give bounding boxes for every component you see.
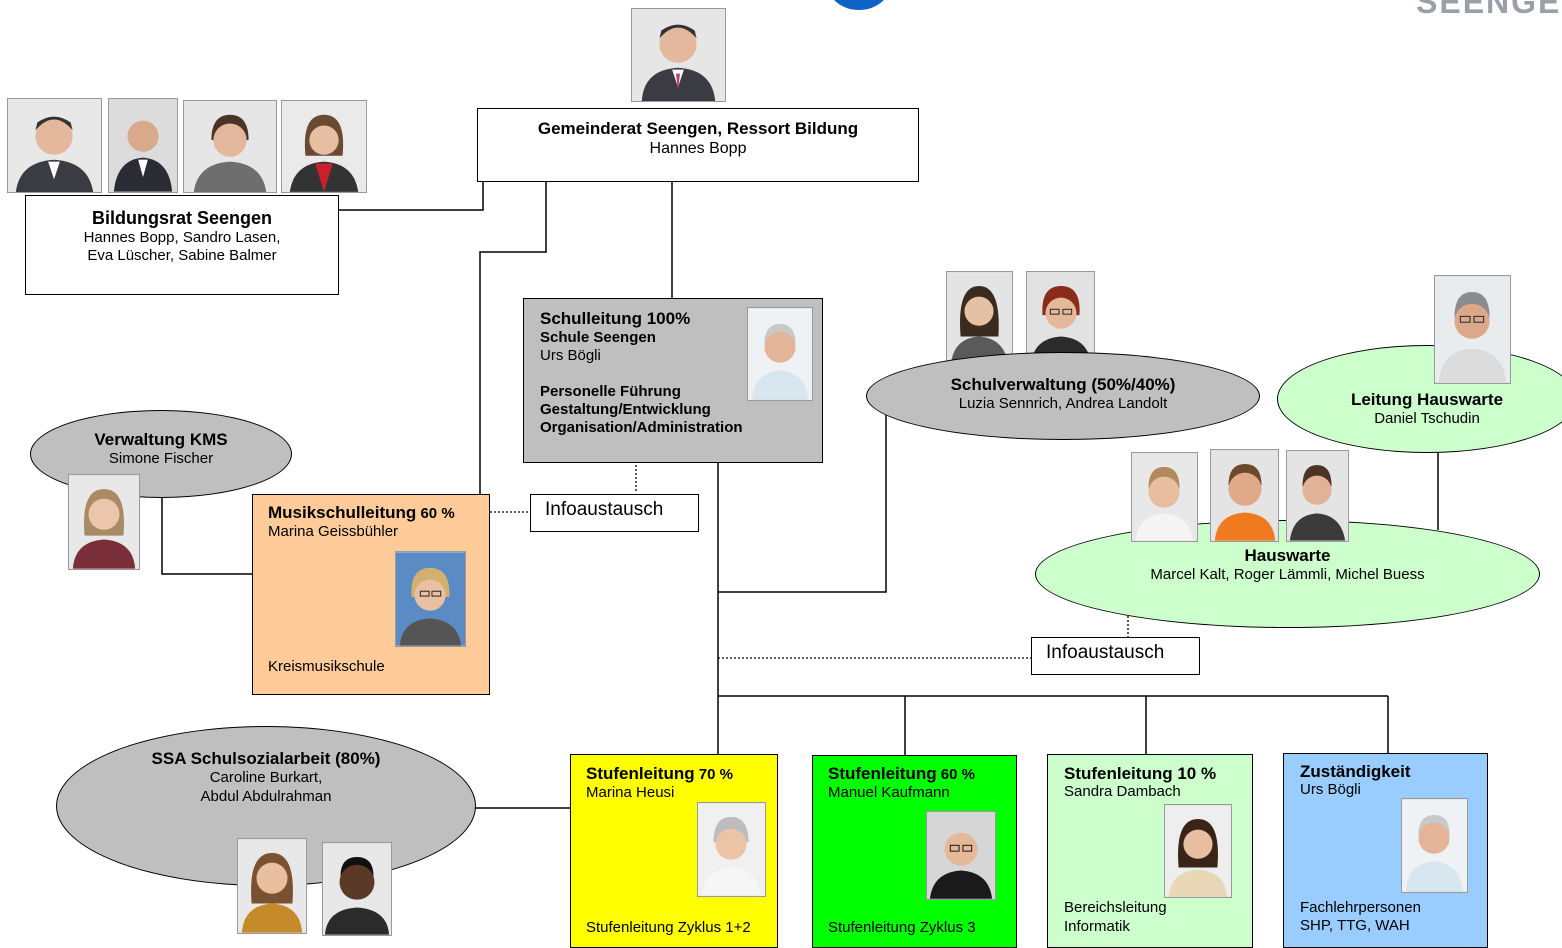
schulverwaltung-names: Luzia Sennrich, Andrea Landolt xyxy=(958,395,1168,412)
schulleitung-duty-2: Gestaltung/Entwicklung xyxy=(540,401,711,418)
portrait-woman-blonde-icon xyxy=(68,474,140,570)
leitung-hauswarte-name: Daniel Tschudin xyxy=(1374,410,1480,427)
portrait-woman-short-hair-icon xyxy=(183,100,277,193)
stufenleitung-3-footer-1: Bereichsleitung xyxy=(1064,899,1167,916)
stufenleitung-3-footer-2: Informatik xyxy=(1064,918,1130,935)
zustaendigkeit-footer-1: Fachlehrpersonen xyxy=(1300,899,1421,916)
portrait-woman-grey-hair-icon xyxy=(697,802,766,897)
stufenleitung-1-footer: Stufenleitung Zyklus 1+2 xyxy=(586,919,751,936)
musikschulleitung-percent: 60 % xyxy=(420,505,455,522)
schulleitung-name: Urs Bögli xyxy=(540,347,601,364)
portrait-man-dark-icon xyxy=(322,842,392,936)
stufenleitung-1-title: Stufenleitung xyxy=(586,764,695,783)
verwaltung-kms-name: Simone Fischer xyxy=(108,450,214,467)
logo-circle-icon xyxy=(828,0,890,10)
verwaltung-kms-title: Verwaltung KMS xyxy=(94,430,228,449)
musikschulleitung-footer: Kreismusikschule xyxy=(268,658,385,675)
portrait-man-bald-glasses-icon xyxy=(926,811,996,900)
schulverwaltung-title: Schulverwaltung (50%/40%) xyxy=(950,375,1176,394)
portrait-woman-long-hair-icon xyxy=(1164,804,1232,898)
zustaendigkeit-footer-2: SHP, TTG, WAH xyxy=(1300,917,1410,934)
musikschulleitung-title-row: Musikschulleitung 60 % xyxy=(268,504,489,523)
schulleitung-duty-1: Personelle Führung xyxy=(540,383,681,400)
musikschulleitung-title: Musikschulleitung xyxy=(268,503,417,522)
portrait-man-orange-shirt-icon xyxy=(1210,449,1279,542)
leitung-hauswarte-ellipse: Leitung Hauswarte Daniel Tschudin xyxy=(1277,345,1562,453)
hauswarte-title: Hauswarte xyxy=(1244,546,1331,565)
stufenleitung-1-percent: 70 % xyxy=(698,766,733,783)
stufenleitung-1-title-row: Stufenleitung 70 % xyxy=(586,765,777,784)
bildungsrat-title: Bildungsrat Seengen xyxy=(91,208,273,228)
bildungsrat-names-line2: Eva Lüscher, Sabine Balmer xyxy=(87,247,277,264)
musikschulleitung-name: Marina Geissbühler xyxy=(268,523,399,540)
stufenleitung-3-name: Sandra Dambach xyxy=(1064,783,1181,800)
stufenleitung-3-title: Stufenleitung 10 % xyxy=(1064,764,1217,783)
ssa-names-line1: Caroline Burkart, xyxy=(209,769,323,786)
zustaendigkeit-title: Zuständigkeit xyxy=(1300,762,1411,781)
portrait-man-grey-hair-icon xyxy=(747,307,813,401)
zustaendigkeit-name: Urs Bögli xyxy=(1300,781,1361,798)
ssa-title: SSA Schulsozialarbeit (80%) xyxy=(151,749,381,768)
bildungsrat-names-line1: Hannes Bopp, Sandro Lasen, xyxy=(83,229,281,246)
stufenleitung-2-name: Manuel Kaufmann xyxy=(828,784,950,801)
portrait-man-bald-icon xyxy=(108,98,178,193)
stufenleitung-2-title-row: Stufenleitung 60 % xyxy=(828,765,1016,784)
gemeinderat-box: Gemeinderat Seengen, Ressort Bildung Han… xyxy=(477,108,919,182)
schulverwaltung-ellipse: Schulverwaltung (50%/40%) Luzia Sennrich… xyxy=(866,352,1260,440)
portrait-woman-dark-hair-icon xyxy=(946,271,1013,367)
portrait-man-grey-hair-icon xyxy=(1401,798,1468,893)
gemeinderat-name: Hannes Bopp xyxy=(649,140,747,157)
portrait-woman-blonde-glasses-icon xyxy=(395,551,466,647)
stufenleitung-1-name: Marina Heusi xyxy=(586,784,675,801)
leitung-hauswarte-title: Leitung Hauswarte xyxy=(1350,390,1504,409)
logo-text: SEENGE xyxy=(1416,0,1562,20)
portrait-man-blond-icon xyxy=(1131,452,1198,542)
schulleitung-title: Schulleitung 100% xyxy=(540,309,691,328)
portrait-woman-red-icon xyxy=(281,100,367,193)
infoaustausch-box-2: Infoaustausch xyxy=(1031,637,1200,675)
hauswarte-names: Marcel Kalt, Roger Lämmli, Michel Buess xyxy=(1150,566,1425,583)
portrait-man-suit-icon xyxy=(631,8,726,102)
portrait-man-suit-icon xyxy=(7,98,102,193)
infoaustausch-box-1: Infoaustausch xyxy=(530,494,699,532)
bildungsrat-box: Bildungsrat Seengen Hannes Bopp, Sandro … xyxy=(25,195,339,295)
stufenleitung-2-footer: Stufenleitung Zyklus 3 xyxy=(828,919,976,936)
stufenleitung-2-percent: 60 % xyxy=(940,766,975,783)
portrait-man-dark-shirt-icon xyxy=(1286,450,1349,542)
schulleitung-duty-3: Organisation/Administration xyxy=(540,419,743,436)
ssa-names-line2: Abdul Abdulrahman xyxy=(200,788,332,805)
portrait-woman-brown-hair-icon xyxy=(237,838,307,934)
gemeinderat-title: Gemeinderat Seengen, Ressort Bildung xyxy=(537,119,859,138)
stufenleitung-2-title: Stufenleitung xyxy=(828,764,937,783)
portrait-man-glasses-icon xyxy=(1434,275,1511,384)
schulleitung-subtitle: Schule Seengen xyxy=(540,329,656,346)
